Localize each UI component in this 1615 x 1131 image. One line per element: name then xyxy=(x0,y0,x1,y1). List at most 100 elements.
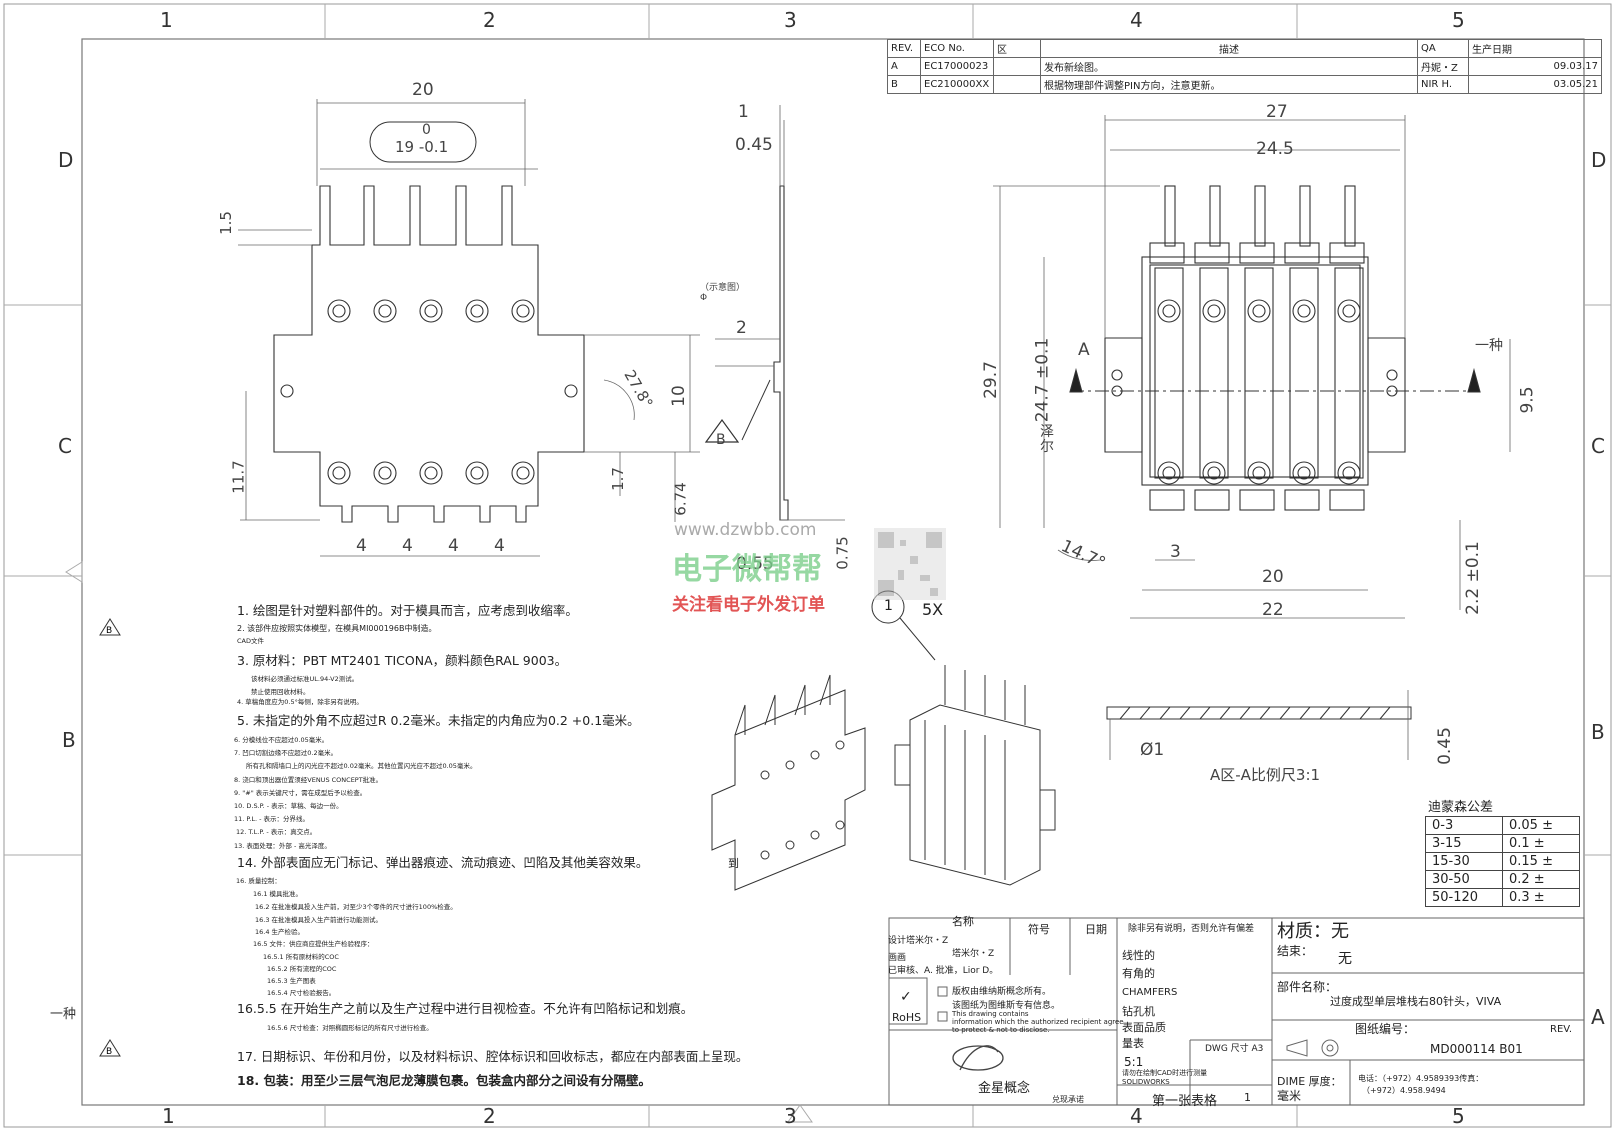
projection-symbol xyxy=(1286,1039,1339,1057)
watermark-url: www.dzwbb.com xyxy=(674,520,817,540)
rev-header-desc: 描述 xyxy=(1040,39,1418,58)
tol-value-1: 0.1 ± xyxy=(1502,834,1580,853)
rev-b-triangle-note2: B xyxy=(99,618,121,636)
tolerance-title: 迪蒙森公差 xyxy=(1428,800,1494,815)
dim-section-045: 0.45 xyxy=(1434,727,1455,765)
tb-ip-en1: This drawing contains xyxy=(952,1010,1029,1018)
dim-side-055: 0.55 xyxy=(736,554,774,574)
iso-label: 到 xyxy=(728,857,739,870)
note-16-5-5: 16.5.5 在开始生产之前以及生产过程中进行目视检查。不允许有凹陷标记和划痕。 xyxy=(237,1001,694,1016)
revision-table: REV. ECO No. 区 描述 QA 生产日期 A EC17000023 发… xyxy=(887,39,1602,94)
zone-col-3: 3 xyxy=(784,8,797,32)
tb-ip-en2: information which the authorized recipie… xyxy=(952,1018,1124,1026)
tb-phone1: 电话：（+972）4.9589393传真： xyxy=(1358,1074,1484,1083)
tb-col-date: 日期 xyxy=(1085,923,1107,936)
dim-side-045: 0.45 xyxy=(735,135,773,155)
dim-top-2-2: 2.2 ±0.1 xyxy=(1462,541,1483,615)
dim-side-2: 2 xyxy=(736,318,747,338)
iso-view-left xyxy=(711,674,866,891)
tb-approved: 已审核、A. 批准，Lior D。 xyxy=(888,966,999,976)
tb-approved-footer: 兑现承诺 xyxy=(1052,1095,1084,1104)
rev-b-rev: B xyxy=(887,75,921,94)
dim-side-note: （示意图）Φ xyxy=(700,283,741,303)
tol-value-3: 0.2 ± xyxy=(1502,870,1580,889)
tb-rohs: RoHS xyxy=(892,1011,922,1024)
zone-row-c: C xyxy=(58,434,72,458)
section-title: A区-A比例尺3:1 xyxy=(1210,766,1321,784)
detail-callout-number: 1 xyxy=(884,598,893,614)
dim-front-11-7: 11.7 xyxy=(229,460,248,494)
section-label-a-right: 一种 xyxy=(1475,338,1503,354)
tb-design: 设计塔米尔・Z xyxy=(888,936,949,946)
note-4: 4. 草稿角度应为0.5°每侧，除非另有说明。 xyxy=(237,698,363,706)
note-1: 1. 绘图是针对塑料部件的。对于模具而言，应考虑到收缩率。 xyxy=(237,603,578,618)
tb-measure: 量表 xyxy=(1122,1037,1144,1050)
tb-angular: 有角的 xyxy=(1122,967,1155,980)
tb-drawn-by: 塔米尔・Z xyxy=(952,949,995,959)
note-7: 7. 凹口切割边缘不应超过0.2毫米。 xyxy=(234,749,338,757)
tb-dime: DIME 厚度： xyxy=(1277,1075,1342,1088)
zone-col-2-bottom: 2 xyxy=(483,1104,496,1128)
front-view xyxy=(238,99,700,557)
note-10: 10. D.S.P. - 表示：草稿、每边一份。 xyxy=(234,802,343,810)
zone-row-c-right: C xyxy=(1591,434,1605,458)
tb-dwg-no-label: 图纸编号： xyxy=(1355,1022,1416,1036)
tol-range-0: 0-3 xyxy=(1425,816,1503,835)
tb-finish-value: 无 xyxy=(1338,951,1352,967)
dim-front-tol-upper: 0 xyxy=(422,122,431,138)
note-12: 12. T.L.P. - 表示：真交点。 xyxy=(236,828,317,836)
rev-b-triangle-note2-label: B xyxy=(106,626,112,636)
section-view xyxy=(1106,690,1412,760)
tol-value-0: 0.05 ± xyxy=(1502,816,1580,835)
note-9: 9. "#" 表示关键尺寸，需在成型后予以检查。 xyxy=(234,789,367,797)
tb-phone2: （+972）4.958.9494 xyxy=(1362,1086,1446,1095)
note-16-5-4: 16.5.4 尺寸检验报告。 xyxy=(267,989,336,997)
tb-rev-label: REV. xyxy=(1550,1024,1572,1035)
tb-dwg-no: MD000114 B01 xyxy=(1430,1042,1523,1056)
zone-row-a-left: 一种 xyxy=(50,1007,77,1022)
tb-dwg-size: DWG 尺寸 A3 xyxy=(1205,1044,1264,1054)
note-16-5-2: 16.5.2 所有流程的COC xyxy=(267,965,337,973)
note-16-5-1: 16.5.1 所有原材料的COC xyxy=(263,953,339,961)
watermark-qr xyxy=(874,528,946,600)
side-view xyxy=(704,105,845,521)
tb-col-name: 名称 xyxy=(952,915,974,928)
rev-header-qa: QA xyxy=(1417,39,1469,58)
note-3: 3. 原材料：PBT MT2401 TICONA，颜料颜色RAL 9003。 xyxy=(237,653,568,668)
note-5: 5. 未指定的外角不应超过R 0.2毫米。未指定的内角应为0.2 +0.1毫米。 xyxy=(237,713,640,728)
dim-top-20: 20 xyxy=(1262,567,1284,587)
dim-top-22: 22 xyxy=(1262,600,1284,620)
note-3-ul: 该材料必须通过标准UL.94-V2测试。 xyxy=(251,675,359,683)
tol-value-2: 0.15 ± xyxy=(1502,852,1580,871)
dim-front-1-5: 1.5 xyxy=(216,211,235,235)
zone-col-4-bottom: 4 xyxy=(1130,1104,1143,1128)
dim-side-1: 1 xyxy=(738,102,749,122)
rev-a-date: 09.03.17 xyxy=(1468,57,1602,76)
dim-top-29-7: 29.7 xyxy=(980,361,1001,399)
note-2-cad: CAD文件 xyxy=(237,637,264,645)
tol-range-4: 50-120 xyxy=(1425,888,1503,907)
note-16-5: 16.5 文件：供应商应提供生产检验程序： xyxy=(253,940,374,948)
dim-top-24-5: 24.5 xyxy=(1256,139,1294,159)
tb-software: SOLIDWORKS xyxy=(1122,1078,1170,1086)
note-3-recycle: 禁止使用回收材料。 xyxy=(251,688,310,696)
tb-finish-label: 结束： xyxy=(1277,944,1314,958)
zone-col-1-bottom: 1 xyxy=(162,1104,175,1128)
zone-row-d-right: D xyxy=(1591,148,1607,172)
zone-row-b: B xyxy=(62,728,76,752)
note-11: 11. P.L. - 表示：分界线。 xyxy=(234,815,310,823)
dim-front-20: 20 xyxy=(412,80,434,100)
rev-a-zone xyxy=(993,57,1041,76)
section-label-a: A xyxy=(1078,340,1090,360)
note-2: 2. 该部件应按照实体模型，在模具MI000196B中制造。 xyxy=(237,624,437,633)
tb-default-tol: 除非另有说明，否则允许有偏差 xyxy=(1128,924,1255,934)
zone-row-b-right: B xyxy=(1591,720,1605,744)
tb-drawn: 画画 xyxy=(888,953,907,963)
note-16-3: 16.3 在批准模具投入生产前进行功能测试。 xyxy=(255,916,383,924)
rev-b-qa: NIR H. xyxy=(1417,75,1469,94)
company-logo xyxy=(952,1045,1004,1071)
tb-surface: 表面品质 xyxy=(1122,1021,1166,1034)
callout-b: B xyxy=(716,432,726,448)
